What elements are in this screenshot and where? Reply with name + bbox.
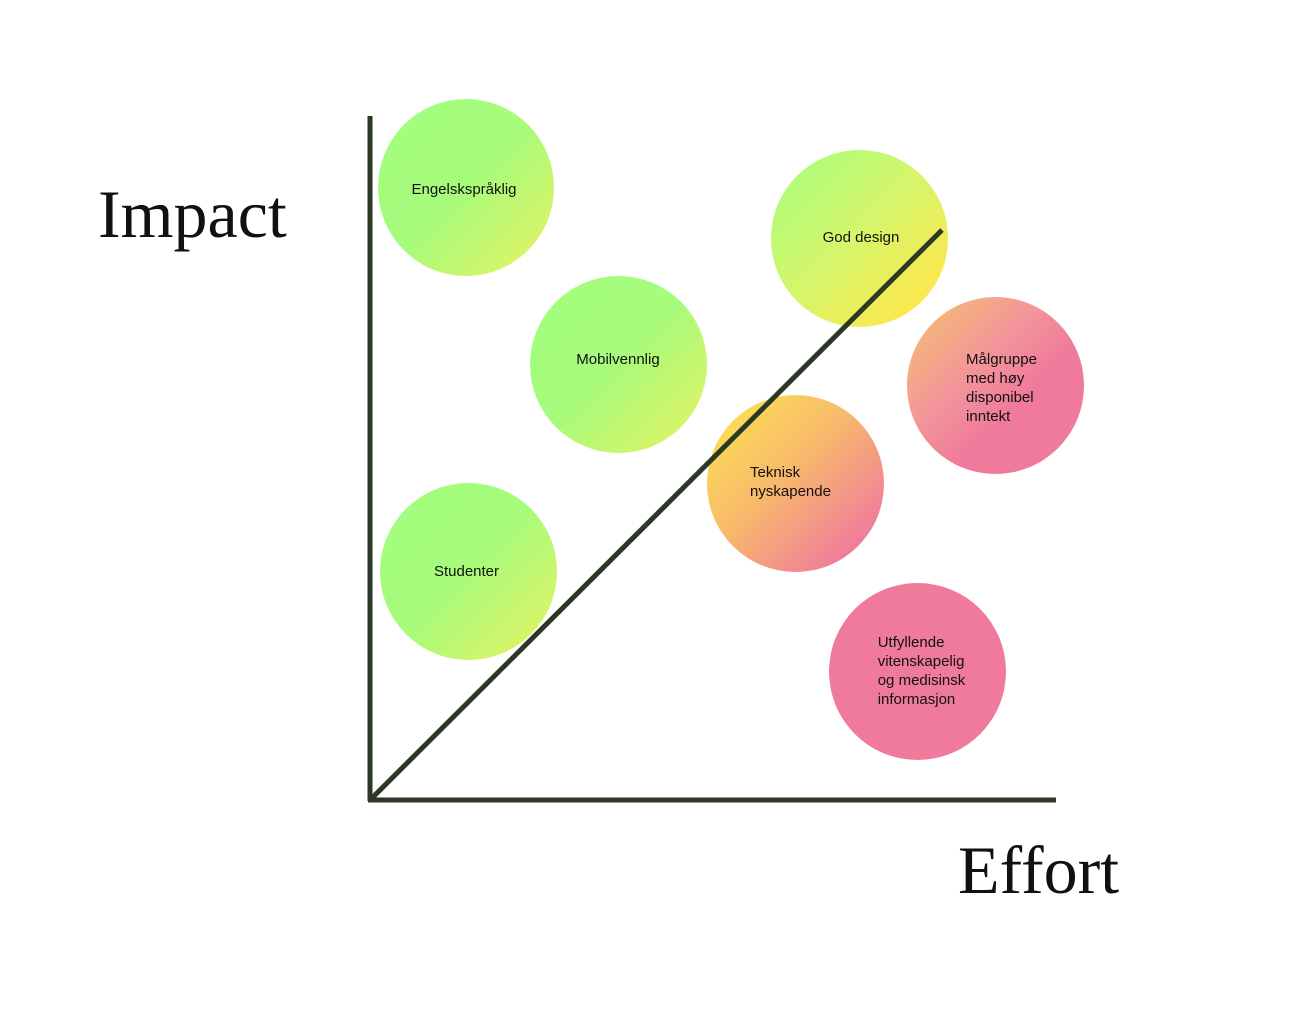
bubble-studenter: Studenter <box>380 483 557 660</box>
y-axis-title: Impact <box>98 176 287 252</box>
bubble-engelsksprakelig: Engelskspråklig <box>378 99 554 276</box>
bubble-mobilvennlig: Mobilvennlig <box>530 276 707 453</box>
bubble-label: God design <box>822 229 900 246</box>
bubble-label: Målgruppe med høy disponibel inntekt <box>966 350 1037 425</box>
x-axis-title: Effort <box>958 832 1120 908</box>
bubble-teknisk-nyskapende: Teknisk nyskapende <box>707 395 884 572</box>
bubble-god-design: God design <box>771 150 948 327</box>
bubble-label: Engelskspråklig <box>411 180 517 198</box>
bubble-label: Mobilvennlig <box>576 351 660 368</box>
bubble-utfyllende: Utfyllende vitenskapelig og medisinsk in… <box>829 583 1006 760</box>
bubble-label: Utfyllende vitenskapelig og medisinsk in… <box>877 633 966 708</box>
bubble-label: Teknisk nyskapende <box>750 464 831 500</box>
bubble-label: Studenter <box>433 562 500 580</box>
bubble-malgruppe: Målgruppe med høy disponibel inntekt <box>907 297 1084 474</box>
